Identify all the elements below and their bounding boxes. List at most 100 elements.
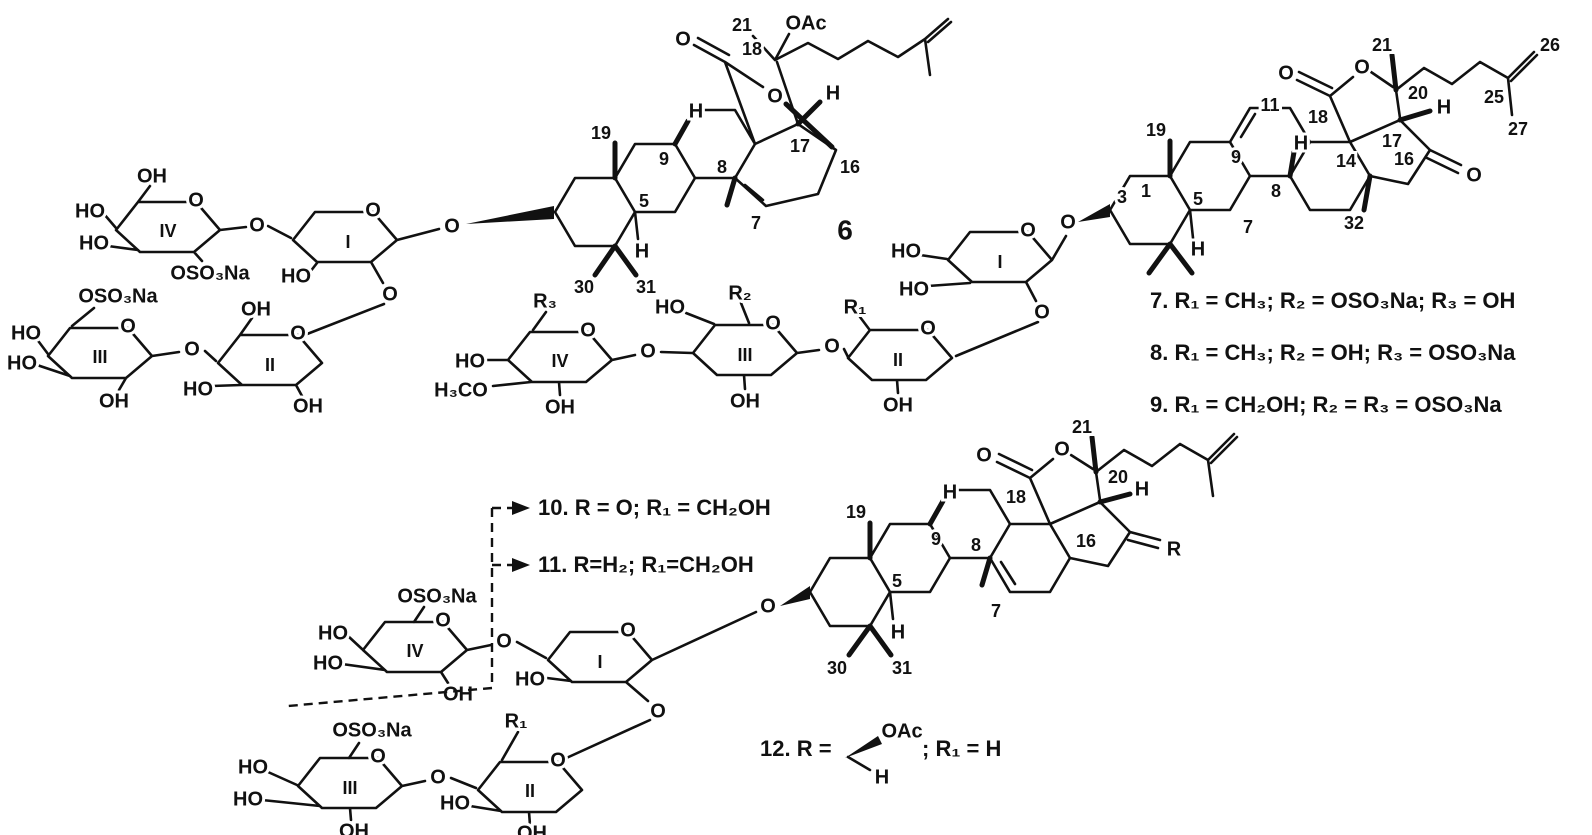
- compound6-bold-bonds: [592, 99, 835, 278]
- glycosidic-wedge-bond: [466, 206, 554, 224]
- glycosidic-oxygen-label: O: [1060, 211, 1076, 233]
- locant-5: 5: [1193, 189, 1203, 209]
- locant-9: 9: [931, 529, 941, 549]
- sugar-ring-II-label: II: [525, 781, 535, 801]
- lactone-oxygen-label: O: [767, 85, 783, 107]
- acetoxy-label: OAc: [785, 12, 826, 34]
- sulfate-label: OSO₃Na: [332, 719, 412, 741]
- arrowhead-icon: [512, 501, 530, 515]
- locant-31: 31: [892, 658, 912, 678]
- dashed-arrow-stems: [492, 506, 512, 567]
- locant-8: 8: [717, 157, 727, 177]
- ring-oxygen-label: O: [765, 312, 781, 334]
- substituent-R-label: R: [1167, 538, 1182, 560]
- locant-8: 8: [1271, 181, 1281, 201]
- locant-21: 21: [1072, 417, 1092, 437]
- substituent-R1-label: R₁: [844, 296, 867, 318]
- ring-oxygen-label: O: [290, 322, 306, 344]
- middle-chain-skeleton: [484, 301, 954, 397]
- hydroxyl-label: OH: [293, 395, 323, 417]
- glycosidic-oxygen-label: O: [760, 595, 776, 617]
- hydroxyl-label: OH: [339, 820, 369, 835]
- compound6-aglycone: 21 OAc O 18 O H 17 16 19 H 9 8 7 5 H 30 …: [553, 9, 953, 300]
- stereo-hydrogen-label: H: [891, 621, 905, 643]
- locant-9: 9: [659, 149, 669, 169]
- legend-line-12-prefix: 12. R =: [760, 736, 832, 761]
- stereo-hydrogen-label: H: [1191, 238, 1205, 260]
- hydroxyl-label: HO: [318, 622, 348, 644]
- sugar-ring-IV-label: IV: [551, 351, 568, 371]
- locant-16: 16: [1394, 149, 1414, 169]
- sugar-ring-II-label: II: [893, 350, 903, 370]
- locant-17: 17: [790, 136, 810, 156]
- compound7-ring-skeleton: [1108, 50, 1539, 246]
- hydroxyl-label: OH: [545, 396, 575, 418]
- ring-oxygen-label: O: [365, 199, 381, 221]
- locant-25: 25: [1484, 87, 1504, 107]
- hydroxyl-label: HO: [79, 232, 109, 254]
- sulfate-label: OSO₃Na: [170, 262, 250, 284]
- methoxy-label: H₃CO: [434, 379, 488, 401]
- hydroxyl-label: HO: [183, 378, 213, 400]
- stereo-hydrogen-label: H: [1437, 96, 1451, 118]
- compound6-ring-skeleton: [553, 17, 953, 248]
- ring-oxygen-label: O: [1020, 219, 1036, 241]
- lactone-oxygen-label: O: [1054, 438, 1070, 460]
- glycosidic-oxygen-label: O: [640, 340, 656, 362]
- carbonyl-oxygen-label: O: [976, 444, 992, 466]
- sugar-ring-III-label: III: [342, 778, 357, 798]
- wedge-bond-oac: [845, 736, 882, 758]
- stereo-hydrogen-label: H: [689, 100, 703, 122]
- locant-19: 19: [846, 502, 866, 522]
- sugar-ring-III-label: III: [737, 345, 752, 365]
- locant-18: 18: [742, 39, 762, 59]
- bond-to-hydrogen: [846, 755, 872, 772]
- hydroxyl-label: OH: [883, 394, 913, 416]
- compound7-bold-bonds: [1146, 52, 1433, 276]
- compound6-sugar-chain: OH HO HO OSO₃Na IV O O HO I O O O OSO₃Na…: [4, 162, 554, 420]
- locant-20: 20: [1108, 467, 1128, 487]
- stereo-hydrogen-label: H: [943, 481, 957, 503]
- ring-oxygen-label: O: [620, 619, 636, 641]
- locant-27: 27: [1508, 119, 1528, 139]
- hydroxyl-label: HO: [455, 350, 485, 372]
- hydroxyl-label: OH: [443, 683, 473, 705]
- locant-3: 3: [1117, 187, 1127, 207]
- arrowhead-icon: [512, 558, 530, 572]
- compound-number-6: 6: [837, 214, 853, 245]
- glycosidic-oxygen-label: O: [184, 338, 200, 360]
- legend-line-7: 7. R₁ = CH₃; R₂ = OSO₃Na; R₃ = OH: [1150, 288, 1515, 313]
- glycosidic-wedge-bond: [780, 586, 810, 606]
- substituent-R3-label: R₃: [533, 290, 557, 312]
- glycosidic-oxygen-label: O: [444, 215, 460, 237]
- carbonyl-oxygen-label: O: [675, 28, 691, 50]
- locant-18: 18: [1308, 107, 1328, 127]
- hydroxyl-label: HO: [75, 200, 105, 222]
- hydroxyl-label: HO: [440, 792, 470, 814]
- sugar-ring-IV-label: IV: [406, 641, 423, 661]
- dashed-callout-line: [287, 508, 494, 708]
- locant-30: 30: [574, 277, 594, 297]
- compound10-aglycone: 21 O O 18 20 H 16 R 19 H 9 8 7 5 H 30 31…: [757, 414, 1239, 681]
- hydroxyl-label: HO: [655, 296, 685, 318]
- stereo-hydrogen-label: H: [1294, 132, 1308, 154]
- locant-7: 7: [1243, 217, 1253, 237]
- compound7-sugar-I: HO HO O I O: [888, 216, 1068, 358]
- ring-oxygen-label: O: [435, 609, 451, 631]
- glycosidic-oxygen-label: O: [249, 214, 265, 236]
- ring-oxygen-label: O: [188, 189, 204, 211]
- hydroxyl-label: HO: [891, 240, 921, 262]
- sugar-ring-I-label: I: [597, 652, 602, 672]
- locant-31: 31: [636, 277, 656, 297]
- sulfate-label: OSO₃Na: [78, 285, 158, 307]
- locant-21: 21: [732, 15, 752, 35]
- ring-oxygen-label: O: [580, 319, 596, 341]
- legend-line-10: 10. R = O; R₁ = CH₂OH: [538, 495, 771, 520]
- legend-line-12-suffix: ; R₁ = H: [922, 736, 1001, 761]
- carbonyl-oxygen-label: O: [1278, 62, 1294, 84]
- hydroxyl-label: OH: [730, 390, 760, 412]
- sugar-ring-IV-label: IV: [159, 221, 176, 241]
- sugar-ring-I-label: I: [997, 252, 1002, 272]
- legend-line-9: 9. R₁ = CH₂OH; R₂ = R₃ = OSO₃Na: [1150, 392, 1502, 417]
- legend-line-11: 11. R=H₂; R₁=CH₂OH: [538, 552, 754, 577]
